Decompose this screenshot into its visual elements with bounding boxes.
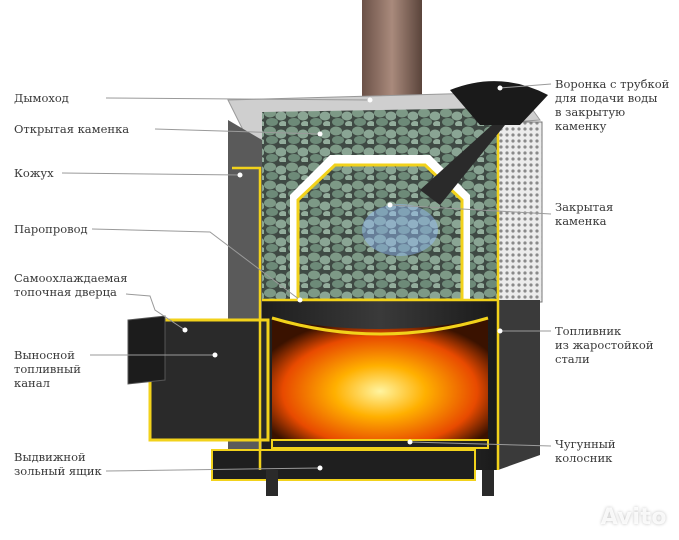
firebox-fire [272,318,488,440]
steam-cloud [362,204,438,256]
funnel [450,81,548,125]
open-heater-stones [262,108,498,300]
label-chimney: Дымоход [14,91,69,105]
ash-drawer [211,449,476,481]
leg-right [482,470,494,496]
leader-lines [61,83,552,472]
label-open-heater: Открытая каменка [14,122,130,136]
leg-left [266,470,278,496]
label-steam-duct: Паропровод [14,222,88,236]
avito-watermark: Avito [574,505,667,530]
fuel-channel [148,318,270,442]
leader-dots [182,85,503,471]
grate-bar [271,439,489,449]
fuel-door [127,315,166,385]
avito-logo-icon [574,506,597,528]
funnel-tube [420,125,505,205]
firebox-arch [271,316,489,336]
label-casing: Кожух [14,166,54,180]
casing-right [498,300,540,470]
